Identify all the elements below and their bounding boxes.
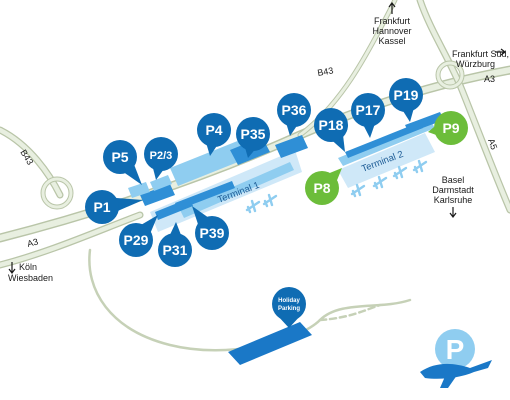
pin-label: P17 — [356, 102, 381, 118]
direction-east-line-1: Basel — [442, 175, 465, 185]
pin-label: P19 — [394, 87, 419, 103]
pin-label: P8 — [313, 180, 330, 196]
pin-head — [305, 171, 339, 205]
pin-label: P31 — [163, 242, 188, 258]
holiday-pin-line-1: Holiday — [278, 298, 300, 304]
airplane-icon — [372, 175, 388, 190]
pin-head — [195, 216, 229, 250]
direction-north-line-3: Kassel — [378, 36, 405, 46]
pin-head — [144, 137, 178, 171]
pin-head — [158, 233, 192, 267]
parking-pin-p17[interactable]: P17 — [351, 93, 385, 138]
pin-label: P1 — [93, 199, 110, 215]
road-label-a3-east: A3 — [484, 74, 495, 84]
parking-pin-p36[interactable]: P36 — [277, 93, 311, 136]
pin-head — [85, 190, 119, 224]
direction-southwest-line-2: Wiesbaden — [8, 273, 53, 283]
parking-pin-p19[interactable]: P19 — [389, 78, 423, 122]
direction-northeast-line-1: Frankfurt Süd, — [452, 49, 509, 59]
pin-label: P4 — [205, 122, 222, 138]
direction-northeast-line-2: Würzburg — [456, 59, 495, 69]
parking-pin-p9[interactable]: P9 — [428, 111, 468, 145]
pin-label: P29 — [124, 232, 149, 248]
airplane-icons — [245, 159, 428, 214]
pin-head — [314, 108, 348, 142]
road-label-b43-north: B43 — [317, 65, 335, 78]
pin-label: P39 — [200, 225, 225, 241]
direction-east-line-3: Karlsruhe — [434, 195, 473, 205]
svg-text:P: P — [446, 334, 465, 365]
holiday-parking-area — [228, 322, 312, 365]
parking-pin-p31[interactable]: P31 — [158, 222, 192, 267]
pin-label: P2/3 — [150, 150, 173, 162]
parking-pin-p1[interactable]: P1 — [85, 190, 143, 224]
direction-labels: Frankfurt Hannover Kassel Frankfurt Süd,… — [8, 1, 509, 283]
pin-head — [103, 140, 137, 174]
direction-north-line-2: Hannover — [372, 26, 411, 36]
pin-label: P35 — [241, 126, 266, 142]
pin-label: P5 — [111, 149, 128, 165]
holiday-pin-line-2: Parking — [278, 306, 300, 312]
direction-north-line-1: Frankfurt — [374, 16, 411, 26]
parking-pin-p4[interactable]: P4 — [197, 113, 231, 156]
parking-pin-p5[interactable]: P5 — [103, 140, 142, 185]
pin-head — [434, 111, 468, 145]
arrow-down-icon — [8, 262, 16, 274]
pin-head — [277, 93, 311, 127]
airplane-icon — [392, 165, 408, 180]
airplane-icon — [350, 183, 366, 198]
parking-pin-p2-3[interactable]: P2/3 — [144, 137, 178, 180]
terminal-2-area: Terminal 2 — [338, 112, 444, 188]
pin-label: P18 — [319, 117, 344, 133]
p36-structure — [275, 135, 308, 158]
parking-pin-p18[interactable]: P18 — [314, 108, 348, 152]
parking-pin-p35[interactable]: P35 — [236, 117, 270, 158]
parking-logo-icon: P — [420, 329, 492, 388]
arrow-up-icon — [388, 1, 396, 14]
pin-head — [389, 78, 423, 112]
airplane-icon — [262, 193, 278, 208]
road-label-a3-west: A3 — [26, 237, 39, 249]
pin-head — [236, 117, 270, 151]
parking-pin-p39[interactable]: P39 — [192, 206, 229, 250]
arrow-down-icon — [449, 207, 457, 218]
direction-southwest-line-1: Köln — [19, 262, 37, 272]
parking-pin-p29[interactable]: P29 — [119, 215, 158, 257]
pin-label: P9 — [442, 120, 459, 136]
road-label-a5: A5 — [486, 137, 499, 151]
pin-head — [197, 113, 231, 147]
pin-head — [351, 93, 385, 127]
arrow-right-icon — [495, 48, 506, 56]
airplane-icon — [412, 159, 428, 174]
pin-head — [119, 223, 153, 257]
airplane-icon — [245, 199, 261, 214]
road-network — [0, 0, 510, 352]
parking-pin-p8[interactable]: P8 — [305, 168, 342, 205]
holiday-parking-pin[interactable]: Holiday Parking — [272, 287, 306, 328]
pin-label: P36 — [282, 102, 307, 118]
direction-east-line-2: Darmstadt — [432, 185, 474, 195]
